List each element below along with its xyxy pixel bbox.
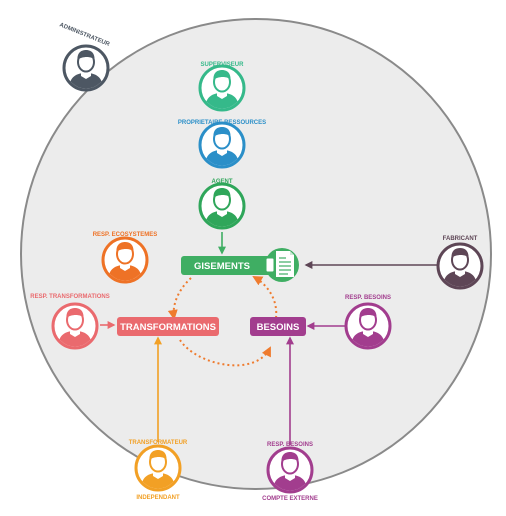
person-avatar-icon <box>64 46 108 90</box>
svg-text:TRANSFORMATIONS: TRANSFORMATIONS <box>120 322 216 333</box>
resp-besoins-externe-label: RESP. BESOINS <box>267 442 313 448</box>
proprietaire-ressources-label: PROPRIETAIRE RESSOURCES <box>178 120 266 126</box>
person-avatar-icon <box>200 66 244 110</box>
person-avatar-icon <box>200 123 244 167</box>
compte-externe-label: COMPTE EXTERNE <box>262 496 318 502</box>
cycle-arrows <box>167 276 278 367</box>
person-avatar-icon <box>346 304 390 348</box>
person-avatar-icon <box>200 184 244 228</box>
person-avatar-icon <box>53 304 97 348</box>
person-avatar-icon <box>268 448 312 492</box>
resp-besoins-externe-actor: RESP. BESOINS COMPTE EXTERNE <box>262 442 318 502</box>
resp-ecosystemes-label: RESP. ECOSYSTEMES <box>93 232 158 238</box>
svg-text:GISEMENTS: GISEMENTS <box>194 261 250 272</box>
arrows <box>100 232 438 445</box>
person-avatar-icon <box>136 446 180 490</box>
agent-label: AGENT <box>212 179 233 185</box>
transformations-box: TRANSFORMATIONS <box>117 317 219 336</box>
besoins-box: BESOINS <box>250 317 306 336</box>
superviseur-actor: SUPERVISEUR <box>200 62 244 110</box>
resp-transformations-actor: RESP. TRANSFORMATIONS <box>30 294 110 348</box>
agent-actor: AGENT <box>200 179 244 228</box>
person-avatar-icon <box>438 244 482 288</box>
document-icon <box>265 248 299 282</box>
system-boundary-circle <box>20 18 492 490</box>
proprietaire-ressources-actor: PROPRIETAIRE RESSOURCES <box>178 120 266 167</box>
administrateur-actor: ADMINISTRATEUR <box>58 22 111 90</box>
fabricant-actor: FABRICANT <box>438 236 482 288</box>
resp-besoins-actor: RESP. BESOINS <box>345 295 391 348</box>
resp-besoins-label: RESP. BESOINS <box>345 295 391 301</box>
transformateur-independant-actor: TRANSFORMATEUR INDEPENDANT <box>129 440 188 501</box>
transformateur-label: TRANSFORMATEUR <box>129 440 188 446</box>
gisements-box: GISEMENTS <box>181 256 277 275</box>
resp-ecosystemes-actor: RESP. ECOSYSTEMES <box>93 232 158 282</box>
fabricant-label: FABRICANT <box>443 236 478 242</box>
administrateur-label: ADMINISTRATEUR <box>58 22 111 48</box>
person-avatar-icon <box>103 238 147 282</box>
resp-transformations-label: RESP. TRANSFORMATIONS <box>30 294 109 300</box>
svg-text:BESOINS: BESOINS <box>257 322 300 333</box>
independant-label: INDEPENDANT <box>136 495 180 501</box>
superviseur-label: SUPERVISEUR <box>201 62 245 68</box>
